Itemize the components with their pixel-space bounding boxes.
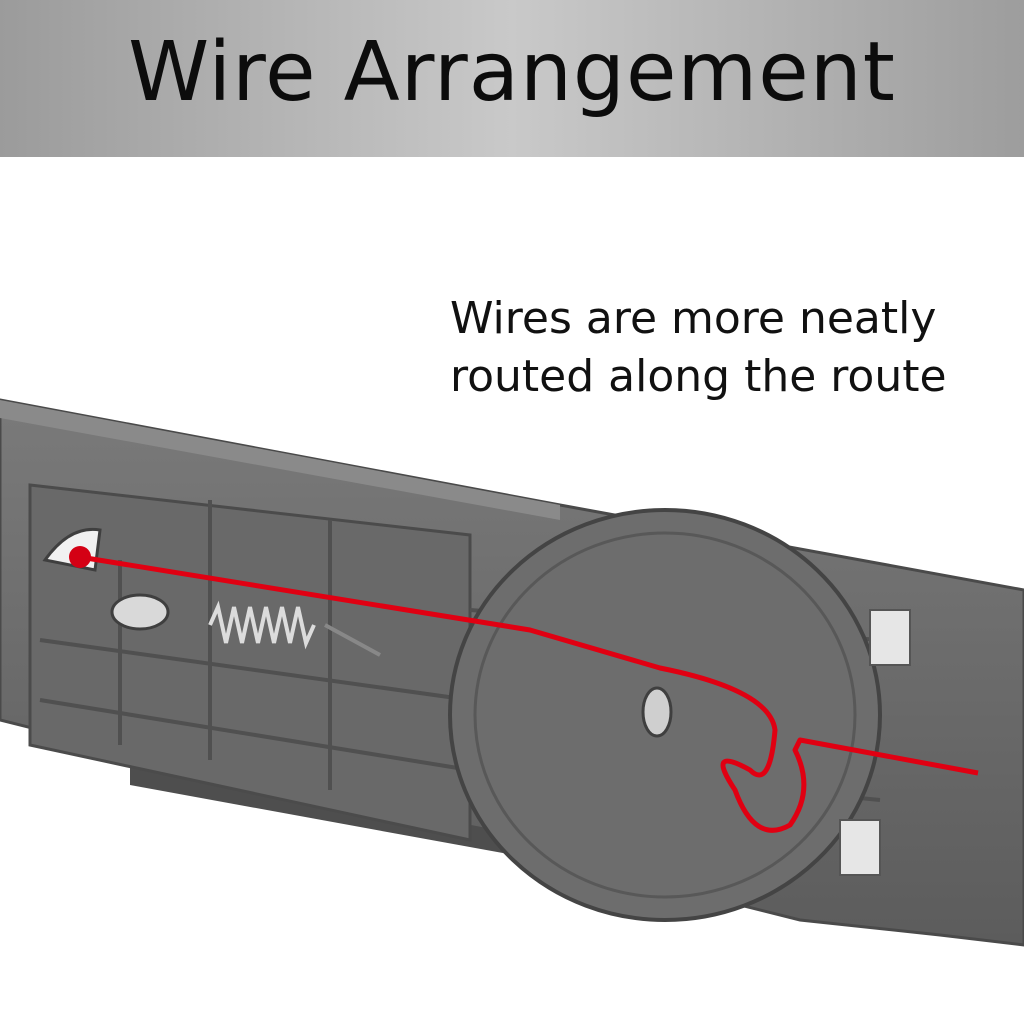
round-mount-inner [473, 531, 857, 899]
rail-top-lip [0, 400, 560, 520]
wire-start-dot [69, 546, 91, 568]
caption-line-2: routed along the route [450, 351, 947, 402]
spring [208, 600, 381, 657]
title-banner: Wire Arrangement [0, 0, 1024, 157]
wire-route [79, 554, 979, 833]
connector-lower [839, 819, 881, 876]
slot-hole-center [641, 686, 673, 738]
slot-hole-left [110, 593, 170, 631]
connector-upper [869, 609, 911, 666]
caption: Wires are more neatly routed along the r… [450, 290, 1010, 406]
caption-line-1: Wires are more neatly [450, 293, 937, 344]
page-title: Wire Arrangement [128, 25, 896, 120]
